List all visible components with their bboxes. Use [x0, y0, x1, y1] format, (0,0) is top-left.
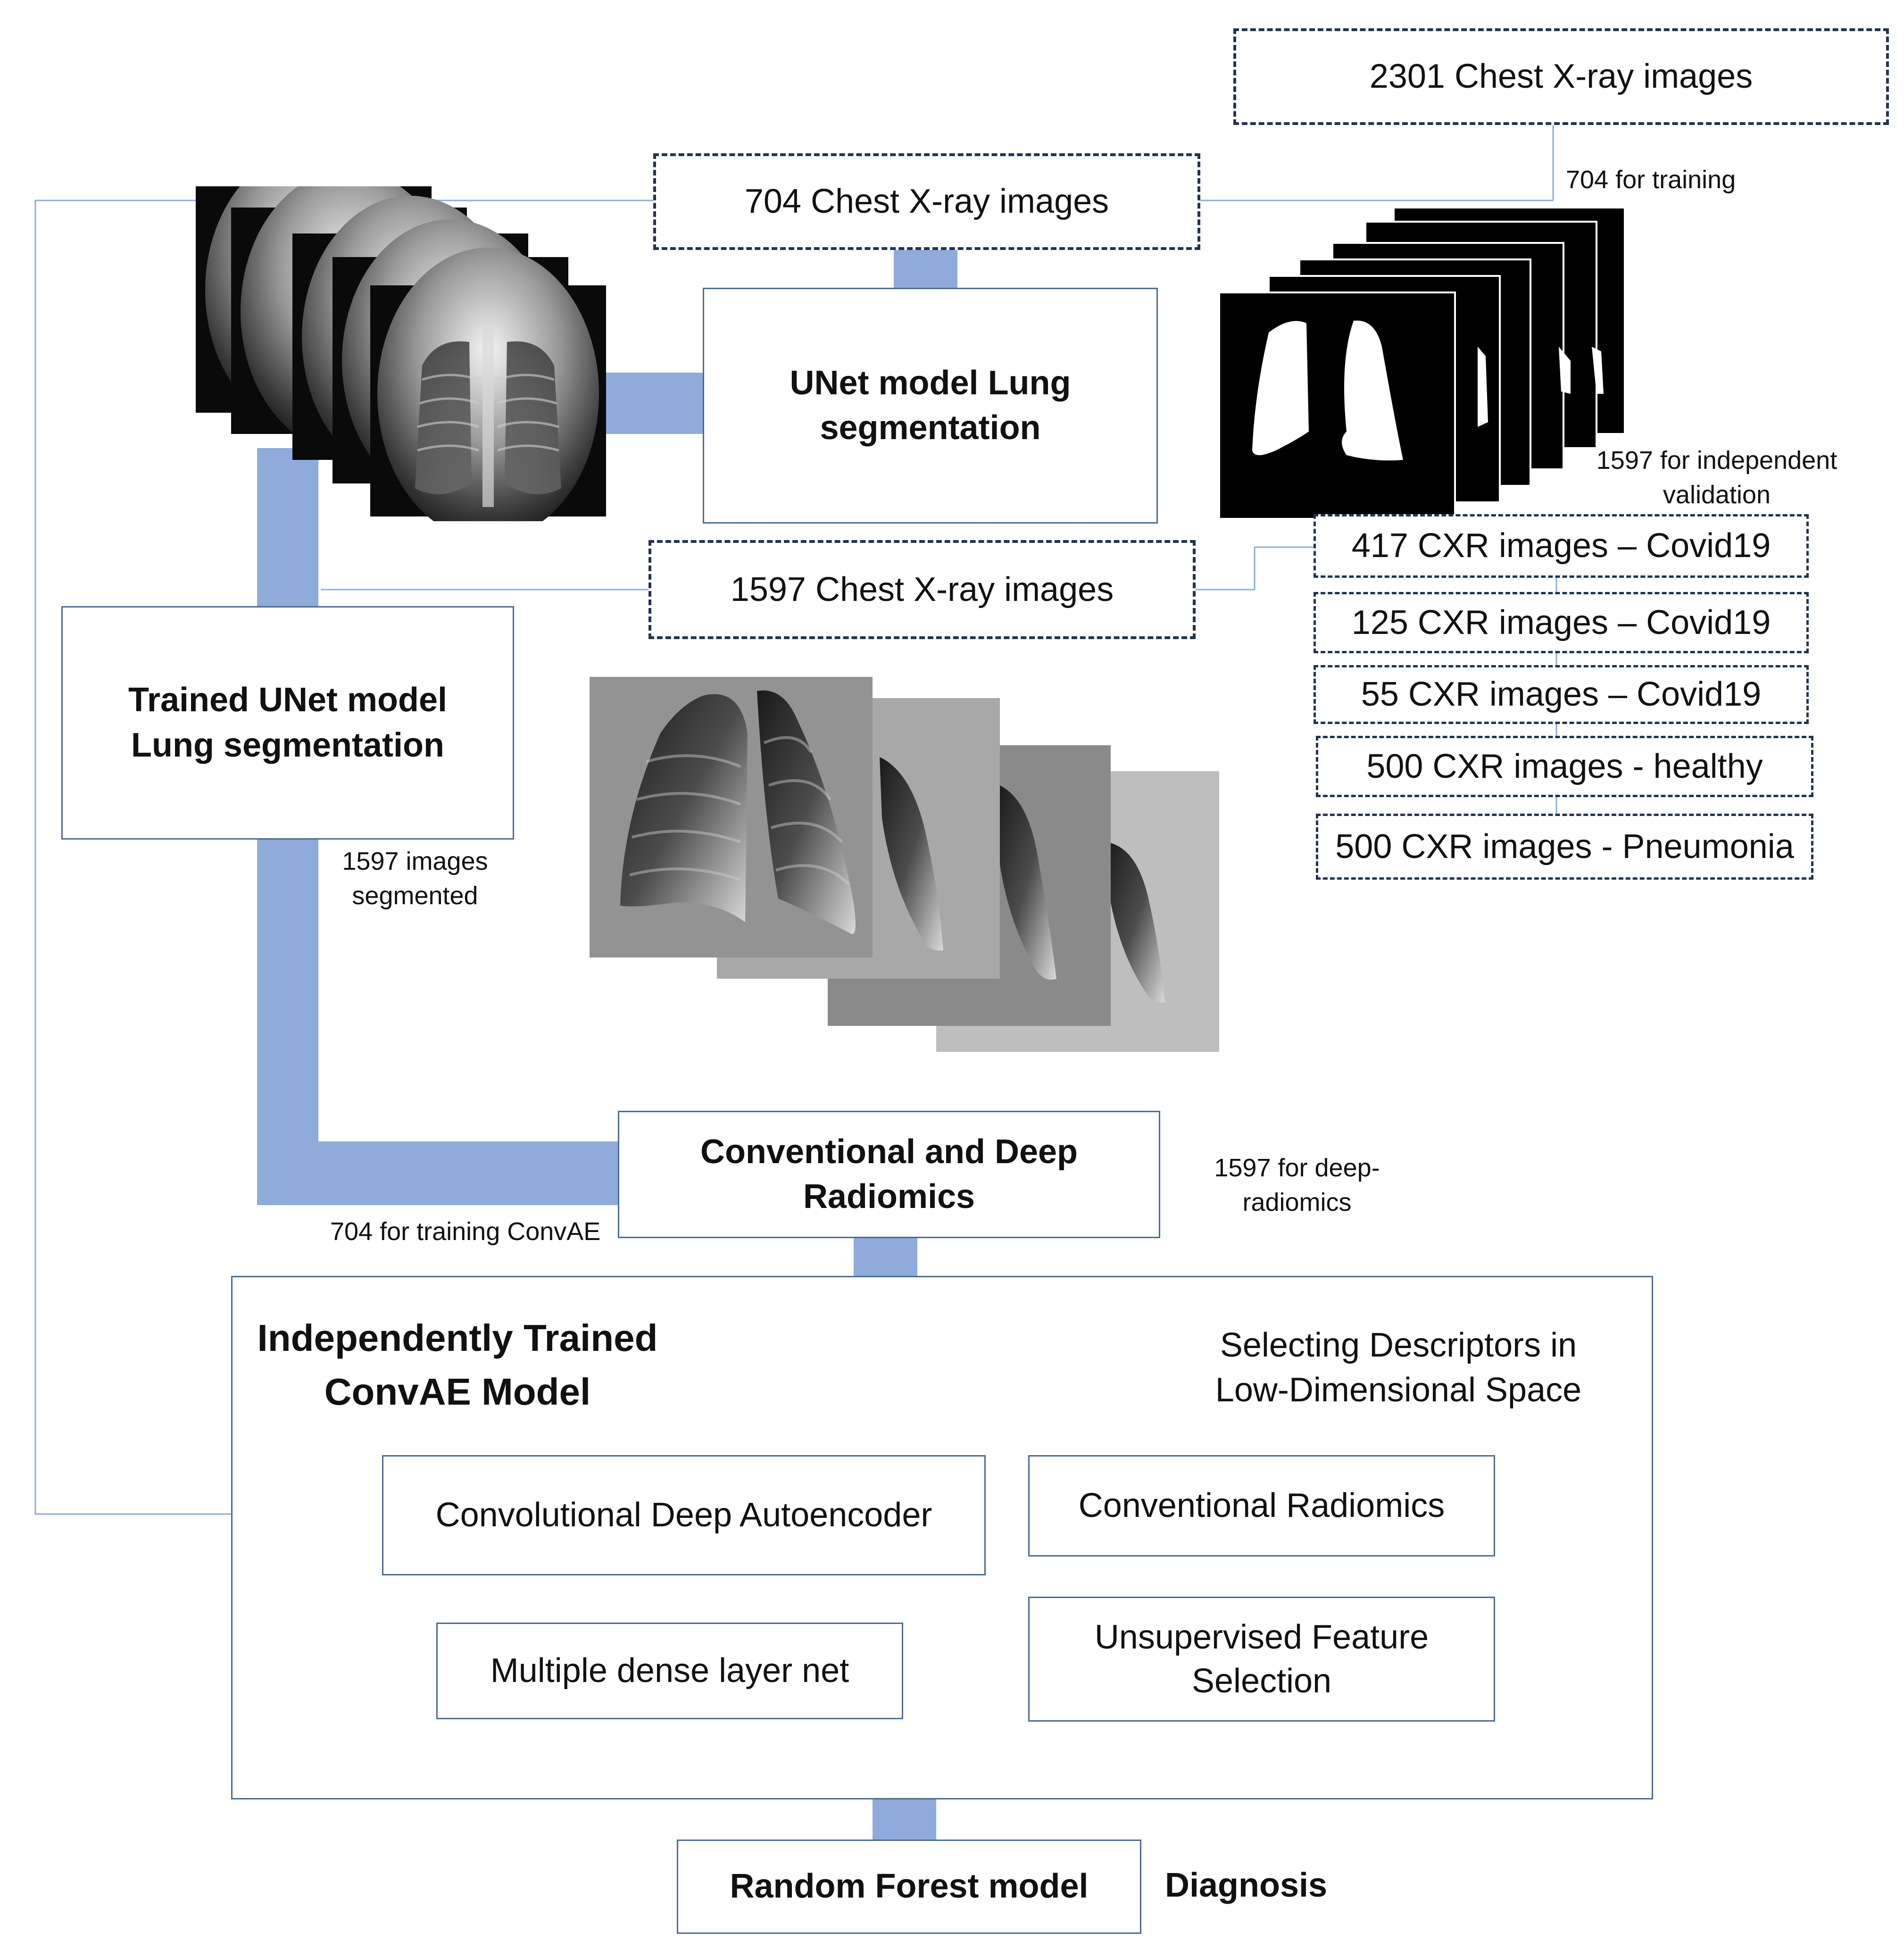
segmented-lungs-stack-icon [590, 677, 1219, 1052]
conventional-radiomics-label: Conventional Radiomics [1078, 1487, 1445, 1525]
diagnosis-label: Diagnosis [1165, 1866, 1328, 1904]
validation-set-covid-417: 417 CXR images – Covid19 [1314, 514, 1809, 578]
random-forest-label: Random Forest model [730, 1867, 1089, 1906]
unet-label: UNet model Lung segmentation [790, 364, 1071, 447]
train-split-label: 704 for training [1566, 166, 1736, 194]
deep-radiomics-label: 1597 for deep-radiomics [1214, 1154, 1380, 1216]
autoencoder-box: Convolutional Deep Autoencoder [382, 1455, 986, 1575]
segmented-label: 1597 images segmented [342, 847, 488, 910]
all-images-box: 2301 Chest X-ray images [1233, 28, 1889, 125]
connector-704-to-unet [894, 250, 957, 288]
train-images-box: 704 Chest X-ray images [653, 153, 1200, 250]
autoencoder-label: Convolutional Deep Autoencoder [435, 1496, 932, 1534]
trained-unet-label: Trained UNet model Lung segmentation [128, 681, 448, 764]
convae-training-label: 704 for training ConvAE [330, 1217, 601, 1246]
validation-set-covid-55: 55 CXR images – Covid19 [1314, 665, 1809, 724]
random-forest-box: Random Forest model [677, 1840, 1141, 1934]
feature-selection-box: Unsupervised Feature Selection [1028, 1597, 1495, 1722]
dense-net-box: Multiple dense layer net [436, 1623, 903, 1719]
unet-box: UNet model Lung segmentation [703, 288, 1158, 524]
trained-unet-box: Trained UNet model Lung segmentation [61, 606, 514, 840]
validation-set-covid-125: 125 CXR images – Covid19 [1314, 592, 1809, 653]
validation-split-label: 1597 for independent validation [1596, 446, 1837, 509]
connector-radiomics-to-convae [854, 1238, 917, 1276]
dense-net-label: Multiple dense layer net [490, 1652, 849, 1690]
connector-xray-to-unet [594, 373, 703, 434]
convae-title: Independently Trained ConvAE Model [257, 1317, 658, 1413]
train-images-label: 704 Chest X-ray images [744, 183, 1109, 221]
validation-images-box: 1597 Chest X-ray images [649, 540, 1196, 639]
connector-to-radiomics [257, 1141, 618, 1205]
connector-convae-to-rf [873, 1799, 936, 1840]
selecting-descriptors-label: Selecting Descriptors in Low-Dimensional… [1215, 1326, 1582, 1409]
validation-set-healthy: 500 CXR images - healthy [1316, 736, 1813, 797]
all-images-label: 2301 Chest X-ray images [1369, 58, 1753, 96]
validation-images-label: 1597 Chest X-ray images [730, 570, 1114, 608]
connector-xray-to-trained-unet [257, 448, 318, 606]
conventional-radiomics-box: Conventional Radiomics [1028, 1455, 1495, 1557]
chest-xray-stack-icon [196, 186, 606, 521]
validation-set-pneumonia: 500 CXR images - Pneumonia [1316, 814, 1813, 880]
radiomics-label: Conventional and Deep Radiomics [700, 1132, 1078, 1216]
lung-mask-stack-icon [1219, 207, 1626, 520]
feature-selection-label: Unsupervised Feature Selection [1094, 1618, 1429, 1700]
radiomics-box: Conventional and Deep Radiomics [618, 1111, 1160, 1238]
